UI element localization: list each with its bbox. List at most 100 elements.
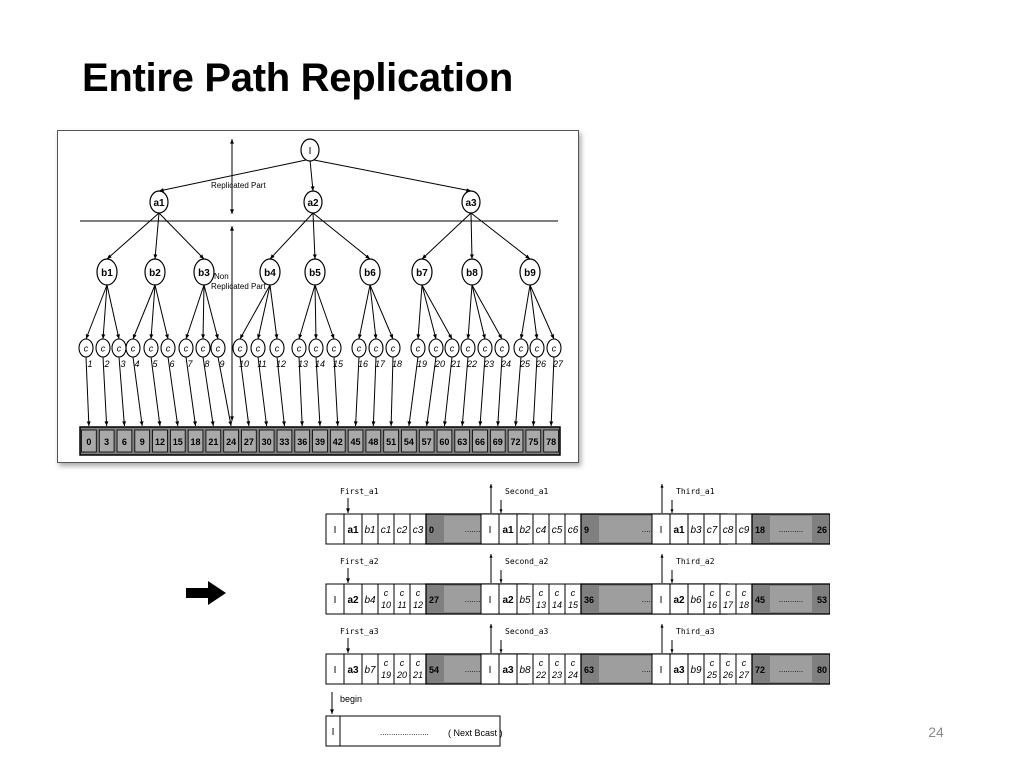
leaf-value-48: 48 xyxy=(368,437,378,447)
leaf-value-6: 6 xyxy=(122,437,127,447)
edge-c14-leaf-head xyxy=(317,421,322,426)
edge-b9-c27-line xyxy=(529,284,555,340)
buffer-cell-text: I xyxy=(334,525,337,536)
edge-b1-c2-line xyxy=(102,284,108,340)
edge-c4-leaf-line xyxy=(132,356,143,427)
tree-node-c-number-8: 8 xyxy=(204,359,209,369)
tree-node-label-b3: b3 xyxy=(198,268,210,279)
range-start-27: 27 xyxy=(429,595,439,605)
tree-node-label-b6: b6 xyxy=(364,268,376,279)
edge-b9-c25-head xyxy=(519,334,524,339)
edge-b3-c9-line xyxy=(203,284,219,340)
tree-node-c-letter: c xyxy=(374,344,379,354)
buffer-cell-text: a2 xyxy=(502,595,514,606)
buffer-cell-text: I xyxy=(489,525,492,536)
tree-node-c-letter: c xyxy=(201,344,206,354)
pointer-label-Second_a2: Second_a2 xyxy=(505,557,549,566)
buffer-cell-text: a3 xyxy=(673,665,685,676)
edge-b2-c6-head xyxy=(165,334,169,339)
range-start-9: 9 xyxy=(584,525,589,535)
tree-node-c-number-10: 10 xyxy=(239,359,249,369)
next-buffer-first-cell-text: I xyxy=(332,727,335,738)
edge-a1-b3-line xyxy=(158,212,205,260)
buffer-cell-text: I xyxy=(660,525,663,536)
pointer-label-Second_a3: Second_a3 xyxy=(505,627,549,636)
buffer-cell-letter: c xyxy=(571,588,576,598)
edge-b5-c14-line xyxy=(314,284,317,340)
leaf-cell-39 xyxy=(312,429,328,453)
tree-node-c-number-22: 22 xyxy=(466,359,477,369)
leaf-cell-63 xyxy=(454,429,471,453)
pointer-arrow-up-Third_a1 xyxy=(660,484,664,488)
edge-b4-c12-head xyxy=(274,334,279,339)
edge-c17-leaf-head xyxy=(371,421,376,426)
buffer-cell-letter: c xyxy=(539,588,544,598)
tree-node-c7 xyxy=(178,338,194,358)
edge-b8-c22-line xyxy=(467,284,473,340)
tree-node-c-number-7: 7 xyxy=(187,359,193,369)
tree-node-label-b4: b4 xyxy=(264,268,276,279)
edge-a3-b8-head xyxy=(469,254,474,259)
tree-node-c-letter: c xyxy=(131,344,136,354)
pointer-arrow-up-Second_a2 xyxy=(489,554,493,558)
edge-b5-c13-line xyxy=(298,284,316,340)
leaf-value-66: 66 xyxy=(475,437,485,447)
edge-c5-leaf-head xyxy=(157,421,162,426)
buffer-cell-text: I xyxy=(660,595,663,606)
buffer-cell-text: I xyxy=(334,595,337,606)
edge-b5-c15-head xyxy=(330,334,335,339)
edge-a1-b2-head xyxy=(153,254,158,259)
tree-node-c-number-19: 19 xyxy=(417,359,427,369)
tree-node-c-number-6: 6 xyxy=(169,359,174,369)
edge-b8-c24-line xyxy=(471,284,503,340)
edge-b4-c10-line xyxy=(239,284,271,340)
leaf-cell-27 xyxy=(241,429,257,453)
edge-a3-b7-head xyxy=(422,254,427,259)
edge-a2-b6-line xyxy=(312,212,371,260)
edge-a3-b9-head xyxy=(525,254,530,259)
leaf-cell-12 xyxy=(152,429,168,453)
tree-node-c-number-26: 26 xyxy=(535,359,546,369)
tree-node-c-letter: c xyxy=(466,344,471,354)
range-block-inner xyxy=(770,656,812,682)
non-replicated-label-1: Non xyxy=(214,272,229,281)
buffer-cell-text: a1 xyxy=(502,525,514,536)
edge-c19-leaf-head xyxy=(407,421,412,426)
tree-node-label-a2: a2 xyxy=(307,198,319,209)
tree-node-c-letter: c xyxy=(483,344,488,354)
leaf-cell-30 xyxy=(258,429,275,453)
buffer-cell-letter: c xyxy=(400,658,405,668)
tree-node-label-b1: b1 xyxy=(101,268,113,279)
tree-node-c-number-11: 11 xyxy=(257,359,266,369)
leaf-value-72: 72 xyxy=(511,437,521,447)
edge-b3-c8-head xyxy=(201,334,206,339)
tree-node-c-letter: c xyxy=(535,344,540,354)
edge-c21-leaf-head xyxy=(443,421,447,426)
edge-b8-c24-head xyxy=(498,334,502,339)
replicated-part-arrow-down xyxy=(230,209,234,214)
tree-node-c23 xyxy=(477,338,493,358)
edge-b7-c20-line xyxy=(421,284,437,340)
edge-c11-leaf-head xyxy=(264,421,269,426)
edge-c26-leaf-head xyxy=(531,421,536,426)
tree-node-c-letter: c xyxy=(184,344,189,354)
tree-root-node xyxy=(300,138,320,162)
leaf-cell-75 xyxy=(525,429,542,453)
buffer-cell-number: 19 xyxy=(381,670,391,680)
leaf-value-9: 9 xyxy=(140,437,145,447)
edge-c15-leaf-head xyxy=(335,421,340,426)
tree-node-c-letter: c xyxy=(238,344,243,354)
buffer-cell-text: I xyxy=(489,665,492,676)
buffer-cell-text: I xyxy=(660,665,663,676)
buffer-cell-text: b5 xyxy=(519,595,531,606)
tree-node-c11 xyxy=(250,338,266,358)
tree-node-c-number-12: 12 xyxy=(276,359,286,369)
right-arrow-icon xyxy=(186,581,226,605)
edge-b7-c21-line xyxy=(421,284,453,340)
range-start-36: 36 xyxy=(584,595,594,605)
buffer-cell-text: c5 xyxy=(552,525,563,536)
tree-node-c-letter: c xyxy=(357,344,362,354)
tree-node-c-number-15: 15 xyxy=(333,359,344,369)
buffer-cell-number: 24 xyxy=(567,670,578,680)
leaf-cell-18 xyxy=(187,429,204,453)
